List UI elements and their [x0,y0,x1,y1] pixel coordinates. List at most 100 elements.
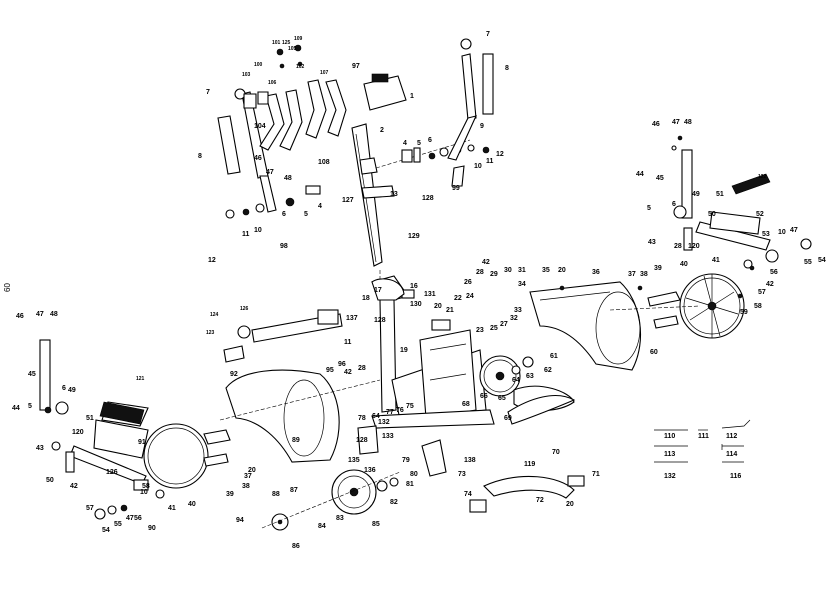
callout-78: 78 [358,415,366,422]
callout-79: 79 [402,457,410,464]
callout-120: 122 [758,174,767,180]
callout-39-right: 39 [654,265,662,272]
callout-58-right: 58 [754,303,762,310]
callout-24: 24 [466,293,474,300]
callout-86: 86 [292,543,300,550]
callout-44: 44 [12,405,20,412]
callout-32: 32 [510,315,518,322]
callout-34: 34 [518,281,526,288]
callout-121: 123 [206,330,215,336]
callout-22: 22 [454,295,462,302]
callout-6-lleft: 6 [62,385,66,392]
callout-17: 17 [374,287,382,294]
legend-label-113: 113 [664,451,675,458]
callout-127: 129 [408,233,420,240]
callout-49: 49 [68,387,76,394]
callout-20-left: 20 [248,467,256,474]
left-pedal-pad [99,401,145,425]
callout-68: 68 [462,401,470,408]
callout-5: 5 [417,140,421,147]
callout-66: 66 [480,393,488,400]
callout-46: 46 [16,313,24,320]
callout-43-right: 43 [648,239,656,246]
callout-10-lleft: 10 [140,489,148,496]
callout-10-right: 10 [778,229,786,236]
right-disc-group [609,273,745,339]
callout-126-upper: 128 [374,317,386,324]
callout-12: 12 [496,151,504,158]
callout-90: 90 [148,525,156,532]
callout-55: 55 [114,521,122,528]
callout-72: 72 [536,497,544,504]
callout-134: 136 [364,467,376,474]
callout-126-mid: 128 [356,437,368,444]
callout-101: 101 [272,40,281,46]
callout-43: 43 [36,445,44,452]
callout-25: 25 [490,325,498,332]
callout-28: 28 [476,269,484,276]
callout-40-right: 40 [680,261,688,268]
callout-65: 65 [498,395,506,402]
callout-19: 19 [400,347,408,354]
legend-label-132: 132 [664,473,676,480]
callout-42: 42 [482,259,490,266]
callout-52: 52 [756,211,764,218]
callout-57-right: 57 [758,289,766,296]
callout-7: 7 [486,31,490,38]
callout-107: 107 [320,70,329,76]
legend-label-114: 114 [726,451,737,458]
legend-label-111: 111 [698,433,709,440]
callout-33: 33 [514,307,522,314]
callout-46-right: 46 [652,121,660,128]
callout-18: 18 [362,295,370,302]
callout-6-left: 6 [282,211,286,218]
callout-8-left: 8 [198,153,202,160]
callout-82: 82 [390,499,398,506]
callout-109: 109 [294,36,303,42]
callout-51: 51 [86,415,94,422]
callout-118: 120 [72,429,84,436]
callout-37-right: 37 [628,271,636,278]
callout-16: 16 [410,283,418,290]
callout-58: 58 [142,483,150,490]
callout-64: 64 [512,377,520,384]
callout-84: 84 [318,523,326,530]
callout-63: 63 [526,373,534,380]
callout-76: 76 [396,407,404,414]
callout-74: 74 [464,491,472,498]
middle-arm-group [223,309,343,363]
callout-80: 80 [410,471,418,478]
callout-100: 100 [254,62,263,68]
callout-97: 97 [352,63,360,70]
callout-39: 39 [226,491,234,498]
callout-73: 73 [458,471,466,478]
callout-12-left: 12 [208,257,216,264]
callout-75: 75 [406,403,414,410]
callout-4-left: 4 [318,203,322,210]
callout-91: 91 [138,439,146,446]
callout-44-right: 44 [636,171,644,178]
left-cover-group [219,369,381,463]
drive-belt [507,395,576,425]
seat-bracket-group [357,278,447,477]
callout-50-right: 50 [708,211,716,218]
callout-131: 133 [382,433,394,440]
callout-layer: 1 2 4 5 6 7 8 9 10 11 12 13 16 17 18 19 … [12,31,826,550]
callout-11-mid: 11 [344,339,352,346]
callout-83: 83 [336,515,344,522]
callout-59: 59 [740,309,748,316]
callout-96: 96 [338,361,346,368]
callout-35: 35 [542,267,550,274]
callout-28-mid: 28 [358,365,366,372]
callout-4: 4 [403,140,407,147]
callout-81: 81 [406,481,414,488]
callout-38-right: 38 [640,271,648,278]
left-post-group [39,339,75,473]
callout-9: 9 [480,123,484,130]
left-disc-group [143,423,231,489]
callout-64-mid: 64 [372,413,380,420]
callout-125: 127 [342,197,354,204]
legend-parts [654,419,751,463]
callout-6-right: 6 [672,201,676,208]
